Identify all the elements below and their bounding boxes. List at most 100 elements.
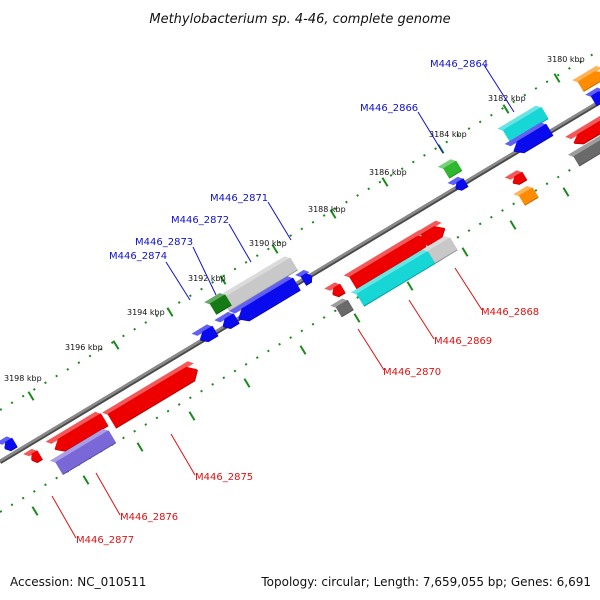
major-tick: [353, 313, 361, 323]
gene-label: M446_2873: [135, 237, 193, 248]
gene-body: [209, 294, 232, 314]
gene-feature: [324, 282, 346, 298]
gene-label: M446_2870: [383, 367, 441, 378]
gene-feature: [422, 236, 458, 264]
gene-feature: [0, 436, 18, 452]
tick-label: 3184 kbp: [429, 130, 467, 139]
gene-label: M446_2877: [76, 535, 134, 546]
gene-top-face: [447, 176, 464, 186]
major-tick: [502, 104, 510, 114]
gene-feature: [572, 65, 600, 92]
gene-top-face: [49, 428, 109, 463]
gene-feature: [513, 185, 539, 206]
gene-top-face: [0, 436, 13, 445]
tick-label: 3182 kbp: [488, 94, 526, 103]
major-tick: [461, 247, 469, 257]
gene-top-face: [330, 298, 349, 308]
gene-top-face: [513, 185, 533, 197]
gene-feature: [214, 311, 240, 329]
gene-body: [573, 140, 600, 166]
major-tick: [188, 411, 196, 421]
gene-features: [0, 65, 600, 475]
gene-body: [502, 107, 549, 142]
major-tick: [136, 442, 144, 452]
gene-feature: [497, 105, 549, 143]
gene-feature: [565, 115, 600, 145]
gene-label: M446_2871: [210, 193, 268, 204]
tick-label: 3186 kbp: [369, 168, 407, 177]
tick-label: 3190 kbp: [249, 239, 287, 248]
gene-top-face: [204, 293, 226, 305]
gene-top-face: [504, 170, 523, 180]
gene-body: [238, 277, 301, 321]
label-leader-line: [267, 201, 292, 241]
gene-body: [107, 366, 198, 428]
label-leader-line: [483, 64, 515, 113]
major-tick: [243, 378, 251, 388]
major-tick: [112, 340, 120, 350]
label-leader-line: [192, 246, 217, 296]
gene-body: [455, 178, 468, 190]
tick-label: 3192 kbp: [188, 274, 226, 283]
gene-body: [31, 450, 43, 463]
gene-top-face: [45, 411, 102, 444]
major-tick: [82, 475, 90, 485]
gene-label: M446_2876: [120, 512, 178, 523]
major-tick: [381, 177, 389, 187]
gene-top-face: [324, 282, 341, 291]
gene-label: M446_2874: [109, 251, 167, 262]
tick-label: 3180 kbp: [547, 55, 585, 64]
gene-top-face: [343, 230, 426, 278]
gene-body: [335, 299, 354, 317]
gene-top-face: [214, 311, 234, 323]
gene-body: [222, 313, 240, 329]
gene-top-face: [497, 105, 542, 131]
major-tick: [27, 391, 35, 401]
gene-feature: [45, 411, 109, 452]
gene-feature: [23, 448, 43, 464]
gene-top-face: [437, 159, 457, 170]
gene-label: M446_2866: [360, 103, 418, 114]
gene-feature: [343, 230, 429, 290]
label-leader-line: [51, 495, 77, 539]
gene-feature: [191, 324, 219, 343]
gene-top-face: [585, 87, 600, 97]
gene-callouts: M446_2864M446_2866M446_2871M446_2872M446…: [51, 59, 539, 546]
gene-feature: [437, 159, 463, 179]
gene-feature: [351, 245, 443, 307]
gene-top-face: [23, 448, 38, 457]
gene-label: M446_2872: [171, 215, 229, 226]
gene-feature: [504, 122, 554, 154]
outer-tick-track: [0, 49, 600, 411]
gene-label: M446_2868: [481, 307, 539, 318]
gene-feature: [330, 298, 354, 318]
gene-feature: [216, 256, 298, 312]
gene-feature: [447, 176, 469, 191]
gene-label: M446_2869: [434, 336, 492, 347]
gene-feature: [295, 269, 313, 286]
gene-top-face: [295, 269, 310, 278]
gene-top-face: [567, 135, 600, 158]
tick-label: 3198 kbp: [4, 374, 42, 383]
gene-feature: [567, 135, 600, 167]
gene-feature: [102, 361, 198, 429]
gene-feature: [504, 170, 528, 185]
major-tick: [562, 187, 570, 197]
gene-feature: [49, 428, 117, 475]
label-leader-line: [165, 261, 191, 301]
gene-top-face: [191, 324, 213, 336]
gene-body: [420, 226, 445, 247]
gene-body: [55, 430, 116, 475]
tick-label: 3196 kbp: [65, 343, 103, 352]
label-leader-line: [170, 433, 196, 476]
genome-backbone: [0, 99, 600, 463]
gene-body: [349, 235, 429, 289]
tick-label: 3194 kbp: [127, 308, 165, 317]
label-leader-line: [357, 328, 385, 371]
gene-body: [300, 273, 312, 285]
label-leader-line: [408, 299, 435, 340]
label-leader-line: [228, 223, 252, 263]
gene-body: [427, 237, 458, 263]
map-title: Methylobacterium sp. 4-46, complete geno…: [149, 12, 450, 27]
